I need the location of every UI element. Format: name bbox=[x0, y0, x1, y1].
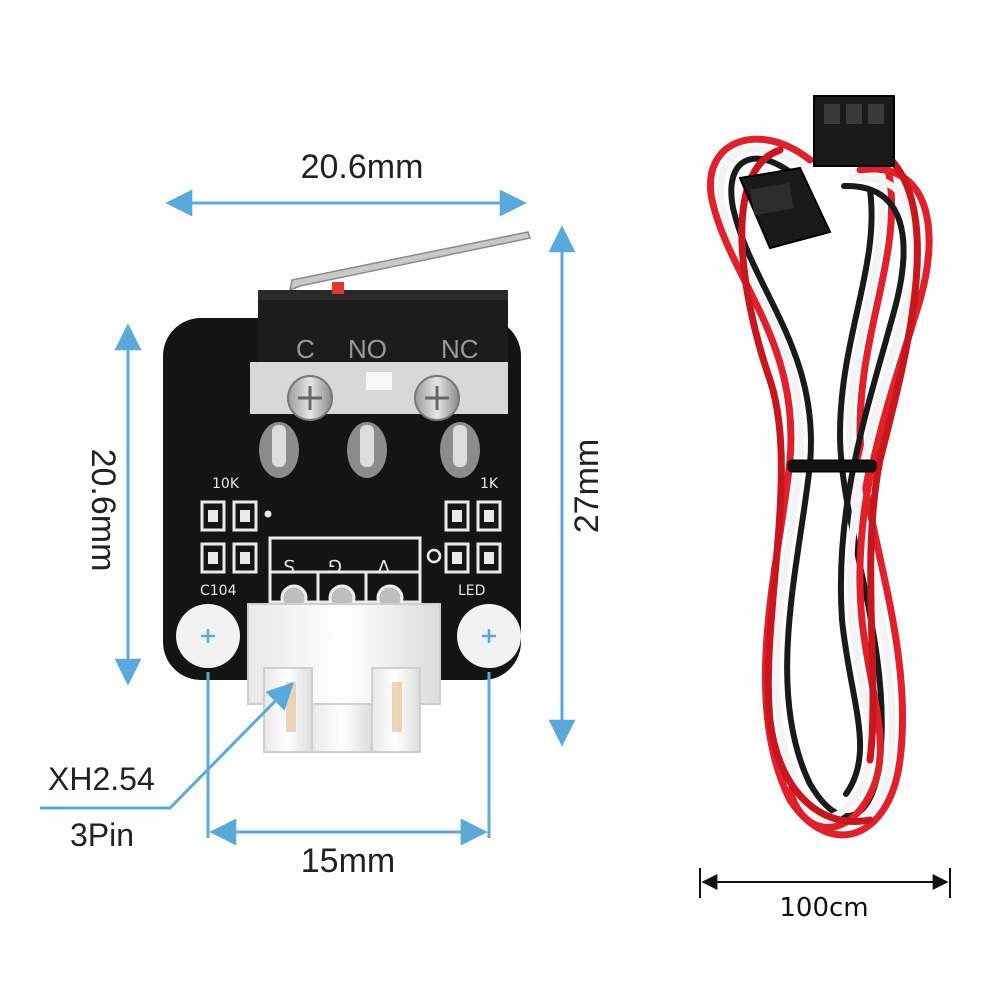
dimension-cable-length-label: 100cm bbox=[779, 893, 868, 923]
dimension-hole-spacing: 15mm bbox=[206, 672, 491, 880]
pads-10k: 10K bbox=[200, 476, 272, 532]
dimension-board-height: 20.6mm bbox=[84, 323, 142, 686]
cable-connector-side bbox=[738, 166, 832, 250]
cable-tie bbox=[787, 459, 877, 473]
pads-c104: C104 bbox=[200, 542, 258, 599]
label-1k: 1K bbox=[480, 476, 499, 492]
pin-label-g: G bbox=[328, 555, 342, 576]
label-10k: 10K bbox=[212, 476, 240, 492]
dimension-total-height-label: 27mm bbox=[568, 439, 606, 533]
dimension-total-height: 27mm bbox=[548, 225, 606, 747]
dimension-width-label: 20.6mm bbox=[301, 148, 424, 186]
dimension-board-height-label: 20.6mm bbox=[84, 449, 122, 572]
connector-pins-label: 3Pin bbox=[70, 817, 134, 853]
microswitch: C NO NC bbox=[250, 231, 531, 421]
switch-lever bbox=[288, 231, 531, 292]
pin-label-s: S bbox=[284, 555, 295, 576]
connector-type-label: XH2.54 bbox=[48, 761, 155, 797]
switch-label-no: NO bbox=[348, 334, 387, 364]
pin-label-v: V bbox=[377, 555, 390, 576]
connector-callout: XH2.54 3Pin bbox=[40, 682, 294, 853]
solder-joints bbox=[259, 422, 480, 478]
dimension-cable-length: 100cm bbox=[699, 868, 951, 923]
switch-label-nc: NC bbox=[441, 334, 479, 364]
xh-connector bbox=[247, 603, 441, 753]
cable-connector-top bbox=[813, 95, 895, 167]
pads-1k: 1K bbox=[444, 476, 502, 532]
dimension-width: 20.6mm bbox=[165, 148, 527, 217]
dimension-hole-spacing-label: 15mm bbox=[301, 842, 395, 880]
switch-label-c: C bbox=[296, 334, 315, 364]
pads-led: LED bbox=[426, 542, 502, 599]
label-led: LED bbox=[458, 583, 485, 599]
label-c104: C104 bbox=[200, 583, 237, 599]
mounting-hole-right bbox=[457, 604, 521, 668]
cable bbox=[707, 95, 933, 839]
mounting-hole-left bbox=[176, 604, 240, 668]
endstop-board: C NO NC 10K C104 bbox=[163, 231, 531, 753]
